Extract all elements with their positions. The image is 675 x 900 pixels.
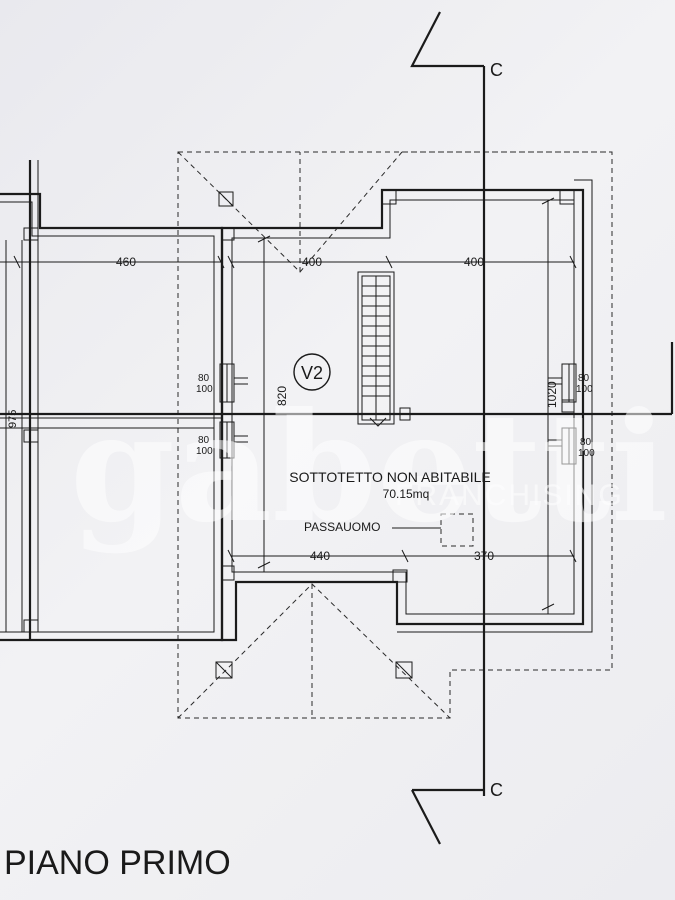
window-4-width: 80 [580, 437, 592, 448]
hatch-label: PASSAUOMO [304, 520, 380, 534]
stair-treads [362, 285, 390, 397]
dim-top-left: 400 [302, 255, 322, 269]
stair-arrow-icon [369, 417, 387, 427]
dim-bottom-left: 440 [310, 549, 330, 563]
dim-left-room-width: 460 [116, 255, 136, 269]
window-1-height: 100 [196, 384, 213, 395]
section-mark-top: C [490, 60, 503, 80]
staircase [357, 271, 411, 427]
left-rooms [0, 160, 224, 642]
watermark-logo: gabetti [70, 380, 668, 556]
window-symbols [219, 363, 577, 465]
section-line [0, 11, 674, 845]
window-4-height: 100 [578, 448, 595, 459]
window-3-width: 80 [578, 373, 590, 384]
window-2-height: 100 [196, 446, 213, 457]
dim-height-left: 820 [275, 386, 289, 406]
dim-bottom-right: 370 [474, 549, 494, 563]
window-2-width: 80 [198, 435, 210, 446]
window-1-width: 80 [198, 373, 210, 384]
room-tag-circle [293, 353, 331, 391]
dim-height-right: 1020 [545, 381, 559, 408]
attic-walls [220, 179, 593, 642]
window-3-height: 100 [576, 384, 593, 395]
dim-top-right: 400 [464, 255, 484, 269]
section-mark-bottom: C [490, 780, 503, 800]
dimension-lines [0, 197, 577, 614]
passauomo-hatch [440, 513, 474, 547]
room-area: 70.15mq [383, 487, 430, 501]
roof-vents [215, 191, 413, 679]
room-name: SOTTOTETTO NON ABITABILE [289, 469, 490, 485]
dim-left-partial: 975 [7, 410, 19, 428]
room-tag: V2 [301, 363, 323, 383]
watermark-sub: FRANCHISING [395, 479, 624, 512]
sheet-title: PIANO PRIMO [4, 844, 231, 882]
gabetti-watermark: gabetti FRANCHISING [70, 380, 668, 556]
